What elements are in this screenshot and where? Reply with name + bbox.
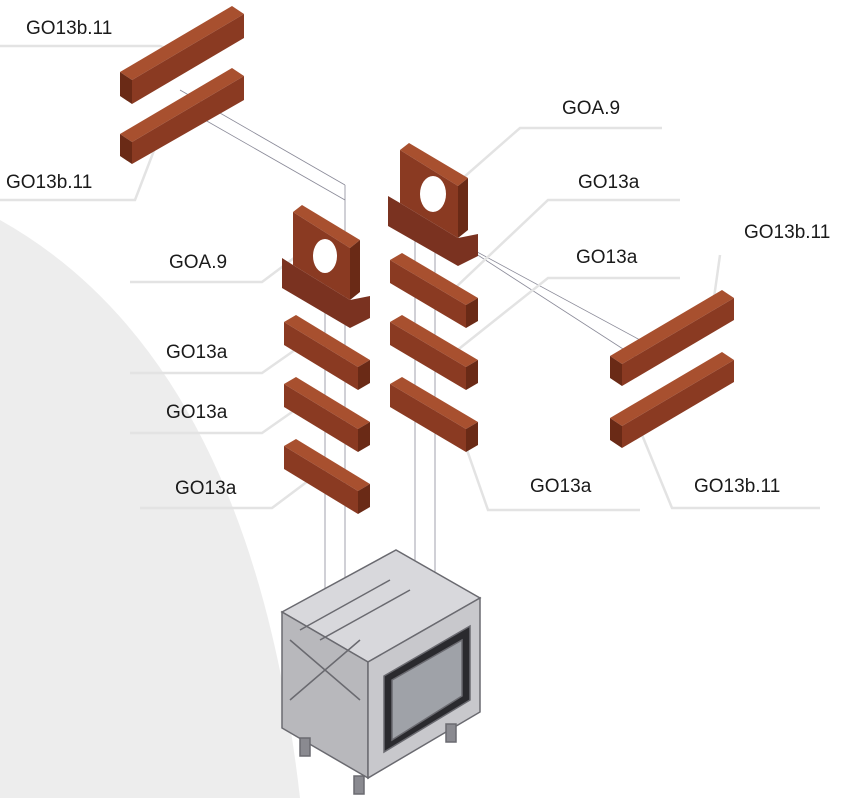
- label-left-brick-2: GO13a: [166, 402, 228, 423]
- brick-bar-top-left-upper: [120, 6, 244, 104]
- label-top-left-lower: GO13b.11: [6, 172, 92, 193]
- label-center-brick-3: GO13a: [530, 476, 592, 497]
- label-center-plate: GOA.9: [562, 98, 620, 119]
- fireplace-frame: [280, 549, 482, 795]
- label-left-plate: GOA.9: [169, 252, 227, 273]
- brick-center-3: [390, 377, 478, 452]
- brick-center-1: [390, 253, 478, 328]
- brick-left-1: [284, 315, 370, 390]
- plate-left: [282, 205, 370, 328]
- brick-center-2: [390, 315, 478, 390]
- label-top-left-upper: GO13b.11: [26, 18, 112, 39]
- label-right-upper: GO13b.11: [744, 222, 830, 243]
- plate-center: [388, 143, 478, 266]
- label-center-brick-1: GO13a: [578, 172, 640, 193]
- brick-left-3: [284, 439, 370, 514]
- brick-bar-right-upper: [610, 290, 734, 386]
- label-center-brick-2: GO13a: [576, 247, 638, 268]
- brick-bar-top-left-lower: [120, 68, 244, 164]
- brick-bar-right-lower: [610, 352, 734, 448]
- brick-left-2: [284, 377, 370, 452]
- label-left-brick-3: GO13a: [175, 478, 237, 499]
- label-right-lower: GO13b.11: [694, 476, 780, 497]
- label-left-brick-1: GO13a: [166, 342, 228, 363]
- part-labels: GO13b.11 GO13b.11 GOA.9 GO13a GO13a GO13…: [6, 18, 830, 499]
